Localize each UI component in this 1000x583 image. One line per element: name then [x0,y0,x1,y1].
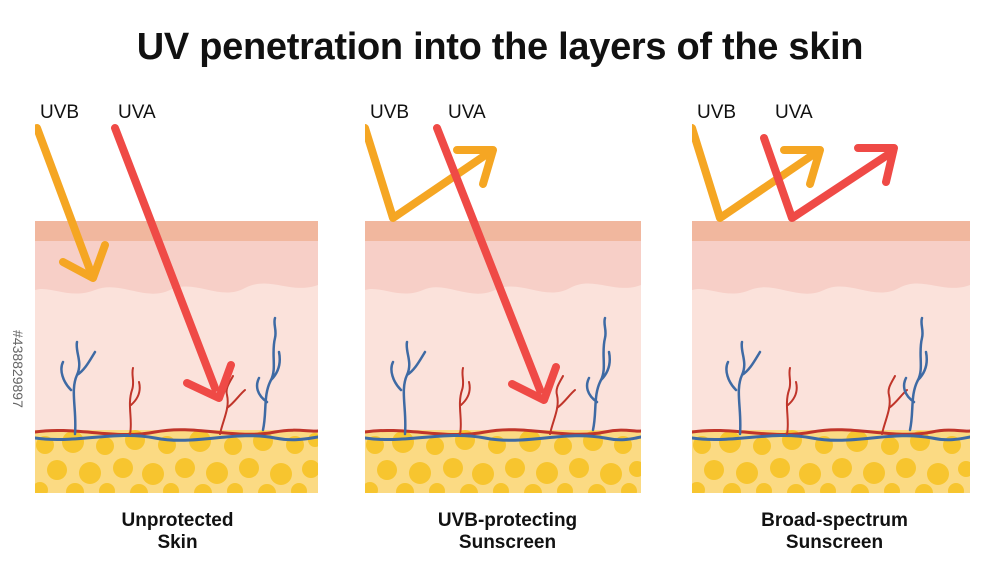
blood-vessels [35,316,318,442]
uvb-ray-reflected [365,124,497,222]
stratum-corneum-layer [692,221,970,241]
watermark: #438829897 [4,330,26,500]
caption-line-2: Sunscreen [785,532,884,553]
uva-ray [433,124,560,404]
uva-ray [111,124,235,402]
skin-diagram-unprotected [35,124,318,493]
uva-label: UVA [118,102,156,123]
uvb-ray-reflected [692,124,824,222]
uvb-ray [35,124,109,282]
stratum-corneum-layer [365,221,641,241]
blood-vessels [365,316,641,442]
uvb-label: UVB [370,102,410,123]
caption-line-2: Skin [157,532,198,553]
fat-cells [692,430,970,493]
uva-ray-reflected [760,134,898,222]
caption-line-1: Broad-spectrum [761,510,908,531]
panel-broad-spectrum: UVB UVA Broad-spectrum Sunscreen [692,90,992,560]
fat-cells [35,430,318,493]
caption-line-1: UVB-protecting [437,510,578,531]
uva-label: UVA [775,102,813,123]
page-title: UV penetration into the layers of the sk… [136,26,864,68]
panel-uvb-protecting: UVB UVA UVB-protecting Sunscreen [365,90,665,560]
blood-vessels [692,316,970,442]
skin-diagram-broad-spectrum [692,124,970,493]
uva-label: UVA [448,102,486,123]
panel-unprotected: UVB UVA Unprotected Skin [35,90,335,560]
panel-caption: Broad-spectrum Sunscreen [692,510,977,554]
stratum-corneum-layer [35,221,318,241]
caption-line-2: Sunscreen [458,532,557,553]
uvb-label: UVB [697,102,737,123]
uvb-label: UVB [40,102,80,123]
skin-diagram-uvb-protecting [365,124,641,493]
panel-caption: UVB-protecting Sunscreen [365,510,650,554]
watermark-text: #438829897 [10,330,26,408]
fat-cells [365,430,641,493]
panel-caption: Unprotected Skin [35,510,320,554]
caption-line-1: Unprotected [121,510,234,531]
